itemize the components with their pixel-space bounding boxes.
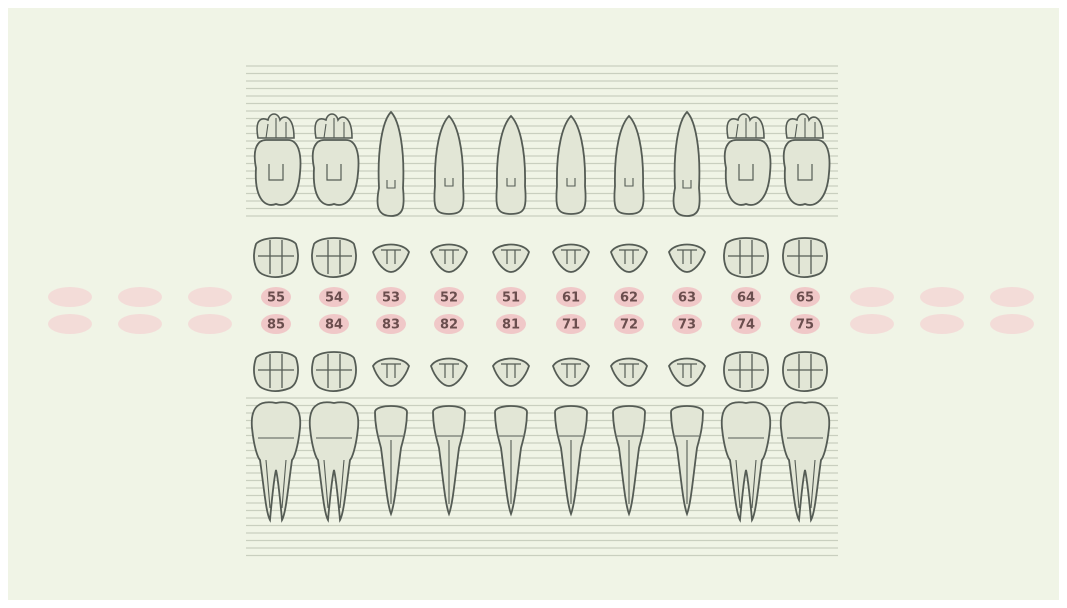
empty-slot-pill xyxy=(48,287,92,307)
tooth-number: 64 xyxy=(737,291,755,306)
tooth-65[interactable]: 65 xyxy=(783,114,830,307)
tooth-number: 52 xyxy=(440,291,458,306)
empty-slot-pill xyxy=(990,314,1034,334)
tooth-number: 84 xyxy=(325,318,343,333)
tooth-54[interactable]: 54 xyxy=(312,114,359,307)
empty-slot-pill xyxy=(188,287,232,307)
tooth-81[interactable]: 81 xyxy=(493,314,529,514)
tooth-number: 61 xyxy=(562,291,580,306)
tooth-number: 63 xyxy=(678,291,696,306)
tooth-number: 85 xyxy=(267,318,285,333)
tooth-number: 65 xyxy=(796,291,814,306)
tooth-number: 74 xyxy=(737,318,755,333)
tooth-number: 53 xyxy=(382,291,400,306)
tooth-51[interactable]: 51 xyxy=(493,116,529,307)
empty-slot-pill xyxy=(188,314,232,334)
tooth-number: 55 xyxy=(267,291,285,306)
tooth-83[interactable]: 83 xyxy=(373,314,409,514)
tooth-number: 83 xyxy=(382,318,400,333)
empty-slot-pill xyxy=(850,314,894,334)
tooth-number: 51 xyxy=(502,291,520,306)
tooth-62[interactable]: 62 xyxy=(611,116,647,307)
tooth-number: 62 xyxy=(620,291,638,306)
tooth-61[interactable]: 61 xyxy=(553,116,589,307)
tooth-73[interactable]: 73 xyxy=(669,314,705,514)
tooth-55[interactable]: 55 xyxy=(254,114,301,307)
tooth-82[interactable]: 82 xyxy=(431,314,467,514)
tooth-71[interactable]: 71 xyxy=(553,314,589,514)
empty-slot-pill xyxy=(920,314,964,334)
lower-jaw: 85 84 83 82 81 71 72 73 74 75 xyxy=(252,314,830,520)
dental-chart-canvas: 55 54 53 52 51 61 62 63 64 65 85 84 83 82 81 71 72 73 74 7… xyxy=(8,8,1059,600)
tooth-72[interactable]: 72 xyxy=(611,314,647,514)
tooth-52[interactable]: 52 xyxy=(431,116,467,307)
tooth-75[interactable]: 75 xyxy=(781,314,830,520)
tooth-85[interactable]: 85 xyxy=(252,314,301,520)
empty-slot-pill xyxy=(48,314,92,334)
empty-slot-pill xyxy=(990,287,1034,307)
tooth-number: 75 xyxy=(796,318,814,333)
tooth-number: 71 xyxy=(562,318,580,333)
tooth-number: 82 xyxy=(440,318,458,333)
empty-slot-pill xyxy=(118,287,162,307)
tooth-84[interactable]: 84 xyxy=(310,314,359,520)
tooth-number: 81 xyxy=(502,318,520,333)
empty-tooth-slots xyxy=(48,287,1034,334)
tooth-number: 54 xyxy=(325,291,343,306)
tooth-number: 73 xyxy=(678,318,696,333)
tooth-74[interactable]: 74 xyxy=(722,314,771,520)
tooth-number: 72 xyxy=(620,318,638,333)
empty-slot-pill xyxy=(920,287,964,307)
tooth-64[interactable]: 64 xyxy=(724,114,771,307)
dental-chart: 55 54 53 52 51 61 62 63 64 65 85 84 83 82 81 71 72 73 74 7… xyxy=(8,8,1059,600)
empty-slot-pill xyxy=(118,314,162,334)
empty-slot-pill xyxy=(850,287,894,307)
